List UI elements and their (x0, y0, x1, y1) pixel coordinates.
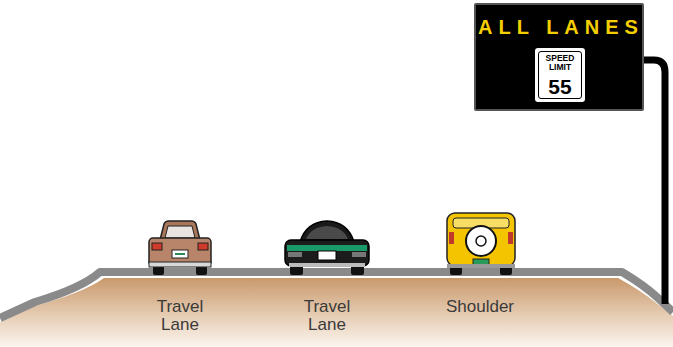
embankment (0, 278, 673, 347)
overhead-sign: ALL LANES SPEED LIMIT 55 (474, 3, 644, 111)
car-cabin (160, 221, 200, 240)
tail-light (152, 243, 162, 250)
body-stripe (287, 245, 367, 251)
sedan-car (149, 221, 211, 275)
speed-limit-caption: SPEED LIMIT (541, 54, 579, 71)
bumper (289, 263, 365, 267)
speed-limit-sign: SPEED LIMIT 55 (535, 48, 585, 102)
tail-light (508, 232, 513, 244)
bumper (447, 264, 515, 268)
rear-window (165, 226, 195, 238)
sports-car (285, 221, 369, 275)
lane-label: Shoulder (440, 298, 520, 316)
bumper (149, 262, 211, 267)
car-body (149, 238, 211, 266)
license-plate (318, 251, 336, 260)
license-plate (172, 250, 188, 258)
sign-heading: ALL LANES (476, 17, 646, 37)
speed-limit-value: 55 (537, 76, 583, 97)
spare-tire (466, 226, 496, 256)
spare-hub (476, 236, 486, 246)
tail-light (288, 252, 302, 257)
lane-label: Travel Lane (150, 298, 210, 334)
suv-vehicle (447, 213, 515, 275)
tail-light (352, 252, 366, 257)
tail-light (198, 243, 208, 250)
car-cabin (300, 221, 354, 242)
suv-body (447, 213, 515, 266)
plate-mark (175, 253, 185, 255)
car-body (285, 240, 369, 266)
rear-window (306, 226, 348, 239)
lane-label: Travel Lane (297, 298, 357, 334)
tail-light (449, 232, 454, 244)
